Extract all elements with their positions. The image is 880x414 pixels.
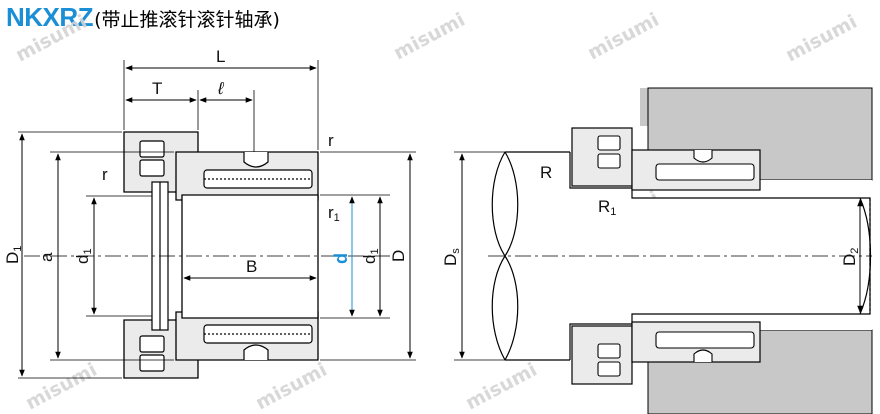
label-B: B <box>246 257 257 276</box>
dimension-lines <box>19 65 413 377</box>
mounted-bearing-details <box>597 135 755 377</box>
diagram-title: NKXRZ (带止推滚针滚针轴承) <box>6 2 280 36</box>
label-a: a <box>37 252 56 262</box>
product-code: NKXRZ <box>6 2 94 32</box>
label-r1: r1 <box>328 203 340 224</box>
watermark: misumi <box>584 9 663 65</box>
label-T: T <box>152 79 162 98</box>
extension-lines <box>18 60 416 379</box>
label-r-top: r <box>328 131 334 150</box>
dimension-lines-right <box>454 151 863 361</box>
label-d: d <box>331 253 351 264</box>
label-D1: D1 <box>3 246 24 264</box>
label-R: R <box>540 163 552 182</box>
label-D: D <box>389 250 408 262</box>
label-ell: ℓ <box>217 79 224 98</box>
label-L: L <box>216 47 225 66</box>
product-description: (带止推滚针滚针轴承) <box>94 9 280 31</box>
watermark: misumi <box>22 359 101 414</box>
dimension-labels-left: L T ℓ r r r1 B D1 a d1 d d1 D <box>3 47 408 276</box>
dimension-labels-right: R R1 Ds D2 <box>441 163 861 266</box>
label-R1: R1 <box>598 197 616 218</box>
watermark: misumi <box>390 9 469 65</box>
label-Ds: Ds <box>441 248 462 266</box>
label-r-left: r <box>102 165 108 184</box>
label-d1-right: d1 <box>360 248 381 264</box>
label-D2: D2 <box>840 248 861 266</box>
label-d1-left: d1 <box>73 248 94 264</box>
watermark: misumi <box>782 11 861 67</box>
bearing-details <box>139 140 313 372</box>
watermark: misumi <box>462 359 541 414</box>
watermark: misumi <box>12 11 91 67</box>
watermark: misumi <box>252 359 331 414</box>
